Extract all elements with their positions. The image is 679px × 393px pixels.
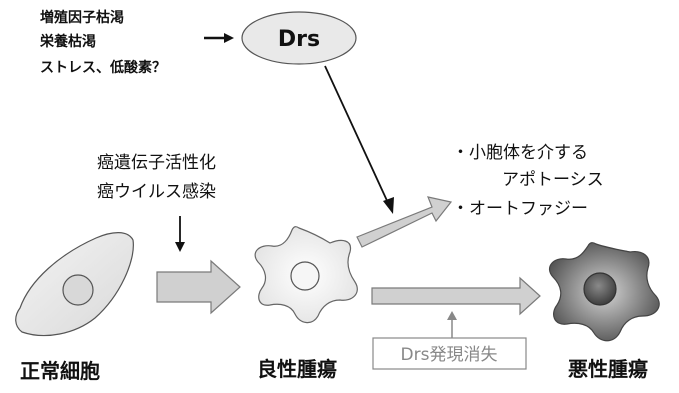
oncovirus-infection: 癌ウイルス感染 <box>97 182 216 202</box>
drs-loss-arrow-head <box>447 311 457 320</box>
progression-arrow-normal-benign <box>156 259 241 315</box>
cause-nutrient: 栄養枯渇 <box>39 33 96 50</box>
stage-malignant-tumor: 悪性腫瘍 <box>568 357 648 381</box>
drs-ellipse <box>241 11 357 65</box>
malignant-tumor-nucleus <box>583 272 617 306</box>
drs-loss-label: Drs発現消失 <box>401 345 498 365</box>
cause-stress: ストレス、低酸素？ <box>40 59 166 76</box>
progression-arrow-benign-malignant <box>371 276 541 316</box>
stage-benign-tumor: 良性腫瘍 <box>257 357 337 381</box>
oncogene-activation: 癌遺伝子活性化 <box>97 153 216 173</box>
stage-normal-cell: 正常細胞 <box>20 359 100 383</box>
cause-arrow-head <box>224 33 234 43</box>
drs-label: Drs <box>278 27 320 52</box>
normal-cell-nucleus <box>62 274 94 306</box>
drs-action-arrow-head <box>383 197 394 214</box>
apoptosis-arrow <box>356 196 453 248</box>
outcome-autophagy: ・オートファジー <box>452 199 588 219</box>
outcome-er-mediated: ・小胞体を介する <box>452 143 588 163</box>
outcome-apoptosis: アポトーシス <box>502 170 604 190</box>
drs-loss-box <box>372 337 527 370</box>
cause-growth-factor: 増殖因子枯渇 <box>40 9 124 26</box>
oncogene-arrow-head <box>175 242 185 252</box>
drs-action-arrow-line <box>324 65 390 206</box>
benign-tumor-nucleus <box>290 261 320 291</box>
